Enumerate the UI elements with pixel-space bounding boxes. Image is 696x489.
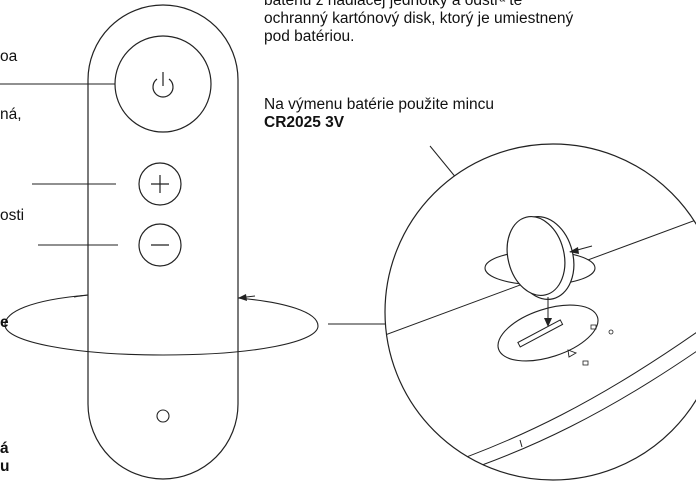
left-fragment-1: oa [0, 48, 18, 65]
down-arrow [544, 297, 552, 327]
left-fragment-3: osti [0, 207, 25, 224]
instruction-line-3: pod batériou. [264, 28, 355, 45]
instruction-line-2: ochranný kartónový disk, ktorý je umiest… [264, 10, 574, 27]
plus-button [138, 162, 182, 206]
coin-battery [506, 216, 575, 300]
led-indicator [156, 409, 170, 423]
plus-icon [151, 175, 169, 193]
detail-magnifier [384, 143, 696, 481]
left-fragment-6: u [0, 458, 10, 475]
battery-compartment [497, 304, 599, 362]
power-button [114, 35, 212, 133]
left-fragment-2: ná, [0, 106, 22, 123]
battery-type: CR2025 3V [264, 114, 345, 131]
lock-marks [582, 324, 614, 366]
insert-arrow [569, 245, 593, 254]
minus-button [138, 223, 182, 267]
rotation-arrow [237, 294, 256, 301]
left-fragment-4: e [0, 314, 9, 331]
coin-instruction: Na výmenu batérie použite mincu [264, 96, 495, 113]
power-icon [152, 72, 174, 98]
rotation-ring [4, 294, 319, 356]
left-fragment-5: á [0, 440, 9, 457]
instruction-line-1: batériu z ňadiacej jednotky a odstrᵃ te [264, 0, 523, 9]
